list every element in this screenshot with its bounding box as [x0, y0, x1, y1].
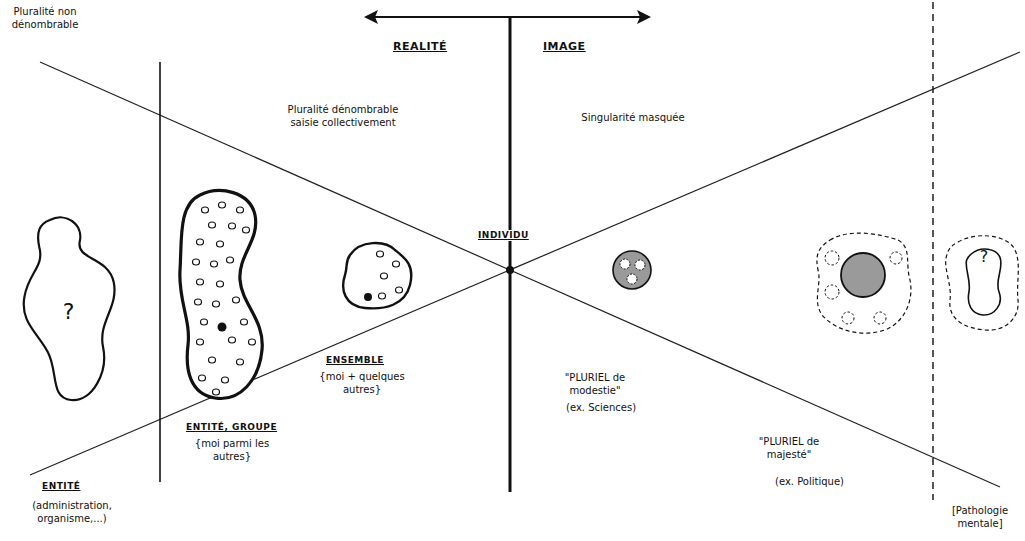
category-label: "PLURIEL de majesté" [744, 436, 834, 461]
axis-label: REALITÉ [393, 40, 447, 54]
self-dot [364, 293, 372, 301]
individual-point [506, 266, 514, 274]
axis-arrow [372, 16, 643, 18]
category-note: [Pathologie mentale] [942, 505, 1018, 530]
region-heading: Pluralité non dénombrable [4, 6, 86, 31]
masked-circle [613, 251, 651, 289]
region-heading: Singularité masquée [578, 112, 688, 125]
self-dot [218, 323, 227, 332]
group-blob [180, 191, 262, 399]
diagonal-line [30, 52, 1020, 475]
category-label: ENTITÉ [40, 481, 82, 492]
category-label: "PLURIEL de modestie" [552, 372, 638, 397]
category-label: ENSEMBLE [326, 355, 384, 366]
inner-blob: ? [962, 246, 1006, 318]
category-note: (ex. Sciences) [566, 402, 636, 415]
category-note: (ex. Politique) [775, 476, 844, 489]
boundary-line [159, 62, 161, 482]
category-label: ENTITÉ, GROUPE [186, 422, 277, 433]
center-label: INDIVIDU [476, 230, 531, 241]
pathology-outline [946, 236, 1019, 330]
category-note: {moi parmi les autres} [184, 438, 280, 463]
member-dots [193, 202, 256, 395]
arrow-head [637, 10, 651, 24]
masked-circle [841, 253, 885, 297]
majesty-outline [817, 233, 911, 333]
axis-label: IMAGE [543, 40, 586, 54]
arrow-head [364, 10, 378, 24]
hidden-members [620, 259, 645, 284]
unknown-blob: ? [18, 212, 119, 407]
category-note: {moi + quelques autres} [316, 371, 408, 396]
region-heading: Pluralité dénombrable saisie collectivem… [278, 104, 408, 129]
boundary-dashed [932, 2, 933, 500]
member-dots [377, 251, 403, 299]
hidden-members [825, 251, 902, 324]
divider-line [509, 17, 512, 492]
node-label: ? [962, 248, 1006, 266]
diagonal-line [40, 62, 1000, 487]
category-note: (administration, organisme,...) [20, 500, 124, 525]
node-label: ? [18, 300, 119, 324]
set-blob [343, 243, 411, 308]
